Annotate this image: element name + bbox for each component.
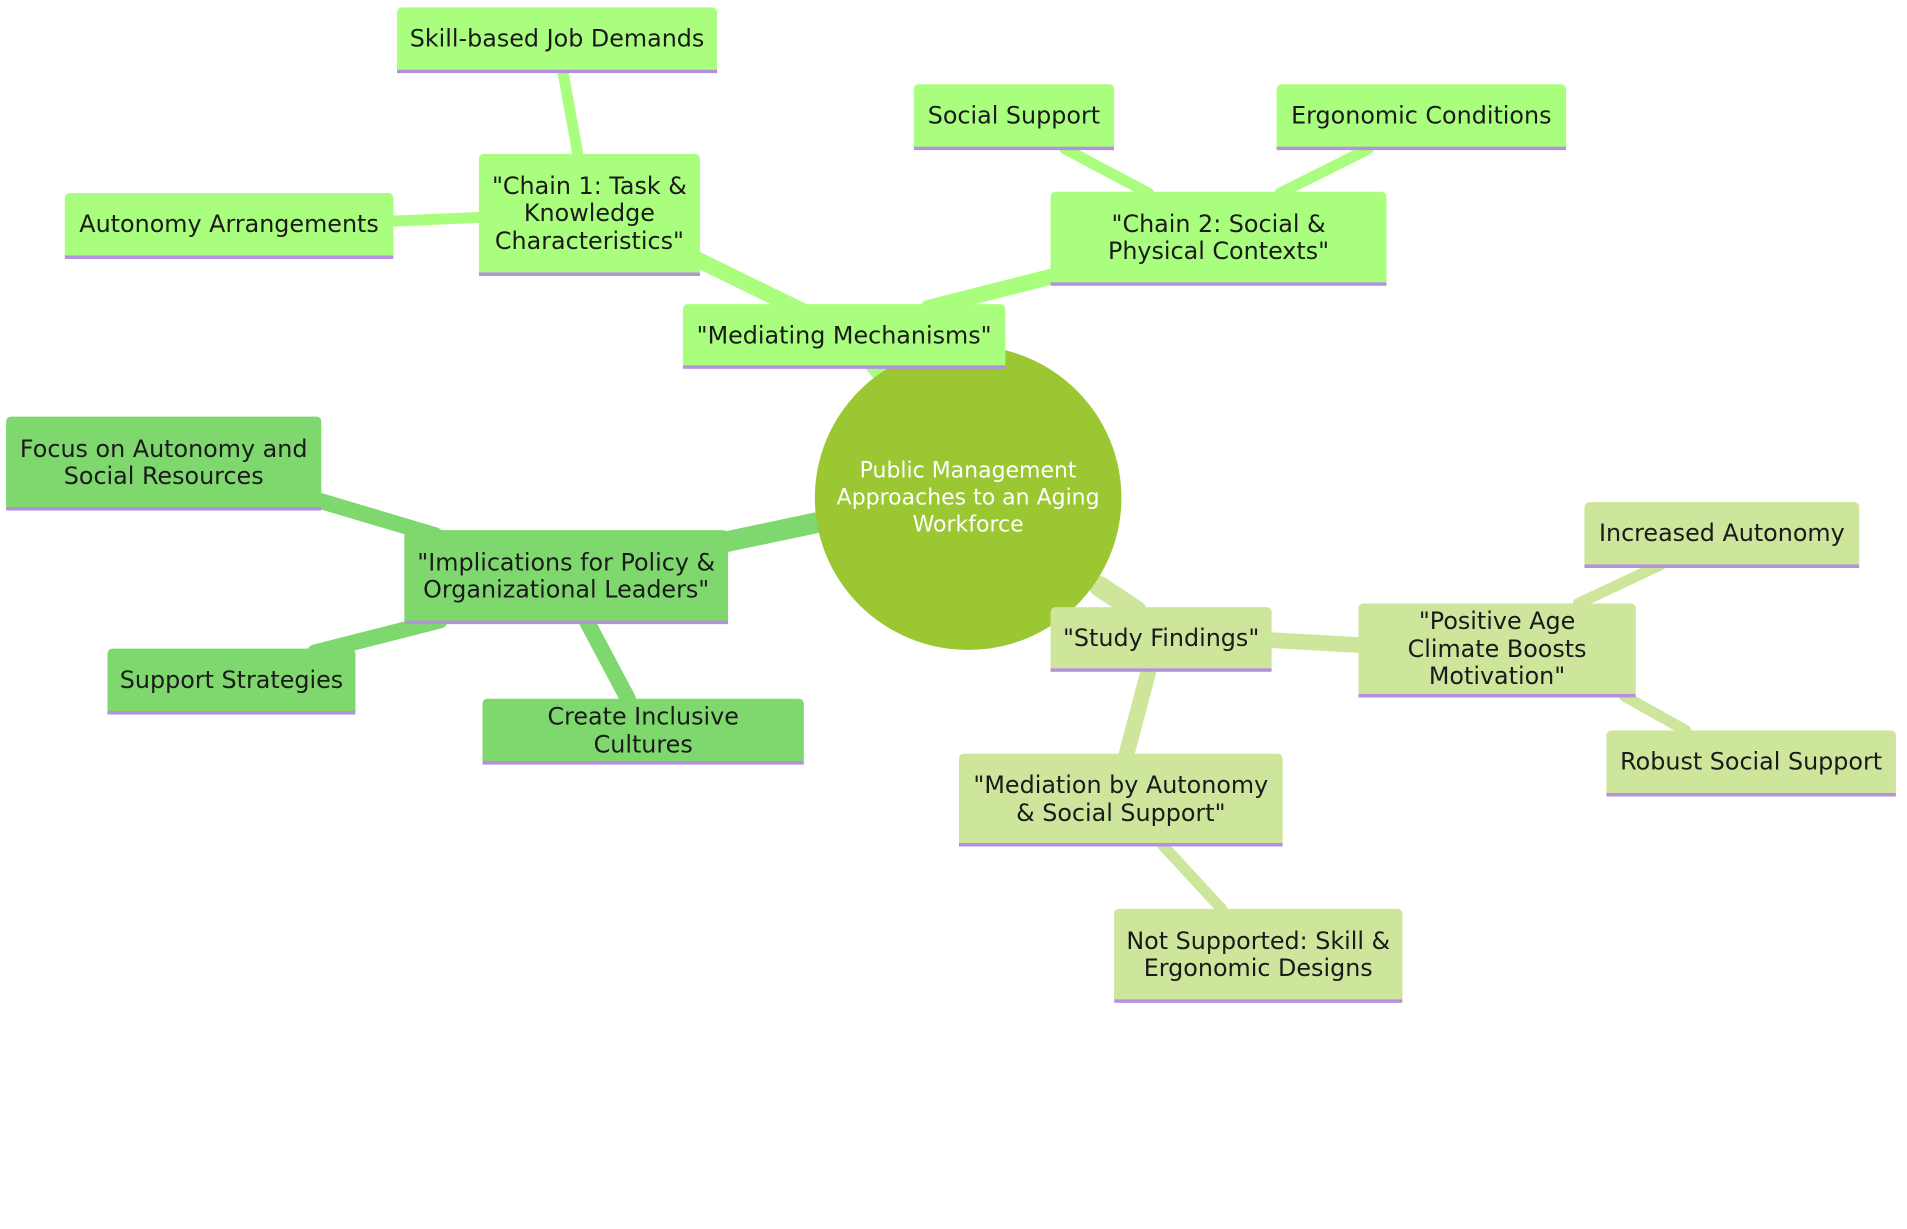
edge-chain2-ergonomic: [1274, 143, 1374, 199]
node-support-strategies[interactable]: Support Strategies: [107, 648, 356, 715]
node-autonomy-arrangements[interactable]: Autonomy Arrangements: [64, 193, 394, 259]
edge-chain2-social: [1059, 143, 1154, 199]
edge-chain1-skill: [557, 67, 584, 160]
edge-positive-autonomy: [1572, 558, 1667, 609]
edge-mediation-notsupported: [1157, 839, 1228, 915]
node-chain2[interactable]: "Chain 2: Social & Physical Contexts": [1050, 191, 1387, 286]
node-focus-autonomy-social[interactable]: Focus on Autonomy and Social Resources: [6, 416, 322, 511]
root-node[interactable]: Public Management Approaches to an Aging…: [814, 345, 1122, 650]
node-ergonomic-conditions[interactable]: Ergonomic Conditions: [1276, 84, 1567, 151]
node-skill-based-job-demands[interactable]: Skill-based Job Demands: [397, 7, 718, 74]
node-study-findings[interactable]: "Study Findings": [1050, 607, 1272, 672]
node-mediation[interactable]: "Mediation by Autonomy & Social Support": [958, 753, 1283, 847]
node-not-supported[interactable]: Not Supported: Skill & Ergonomic Designs: [1114, 908, 1403, 1003]
edge-implications-focus: [312, 492, 443, 544]
edge-mechanisms-chain1: [688, 251, 815, 321]
node-increased-autonomy[interactable]: Increased Autonomy: [1584, 502, 1860, 569]
edge-positive-robust: [1619, 690, 1692, 737]
node-chain1[interactable]: "Chain 1: Task & Knowledge Characteristi…: [478, 153, 700, 277]
node-robust-social-support[interactable]: Robust Social Support: [1606, 730, 1896, 797]
node-create-inclusive-cultures[interactable]: Create Inclusive Cultures: [482, 698, 804, 765]
node-mediating-mechanisms[interactable]: "Mediating Mechanisms": [682, 304, 1006, 369]
node-positive-age-climate[interactable]: "Positive Age Climate Boosts Motivation": [1358, 603, 1636, 698]
node-social-support[interactable]: Social Support: [913, 84, 1115, 151]
edge-chain1-autonomy: [387, 211, 485, 227]
edge-root-implications: [712, 512, 827, 553]
edge-implications-inclusive: [578, 612, 636, 707]
edge-findings-positive: [1262, 632, 1367, 653]
edge-mechanisms-chain2: [920, 265, 1071, 316]
node-implications[interactable]: "Implications for Policy & Organizationa…: [404, 530, 729, 625]
edge-implications-support: [307, 612, 448, 661]
mindmap-edges: [307, 67, 1692, 915]
edge-findings-mediation: [1118, 663, 1157, 763]
edge-root-findings: [1089, 575, 1147, 622]
